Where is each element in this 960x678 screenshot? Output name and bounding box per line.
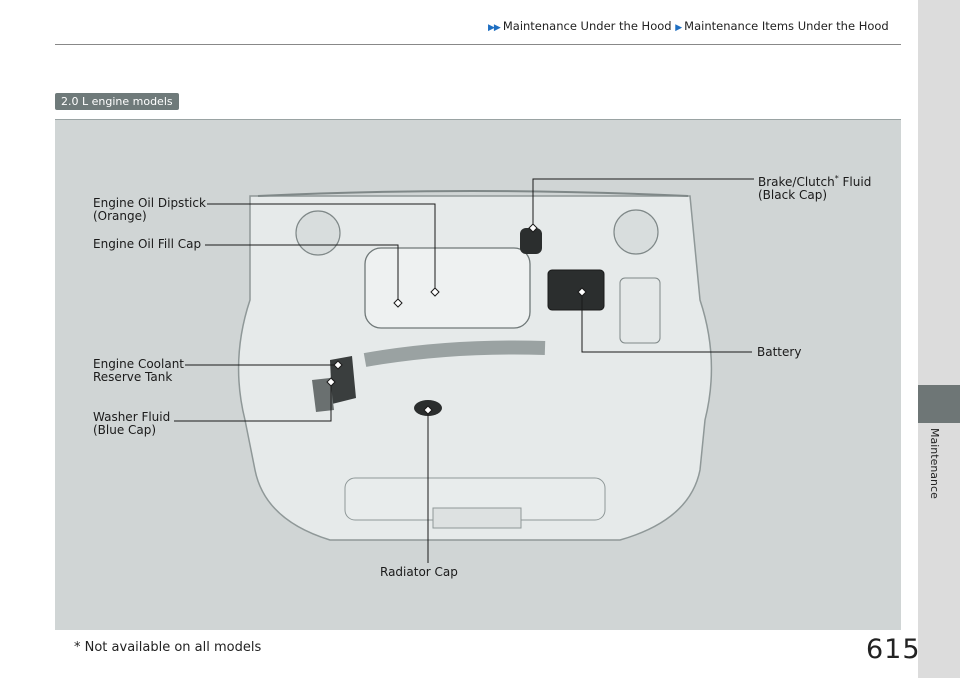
label-brake-line2: (Black Cap) xyxy=(758,188,827,202)
coolant-tank xyxy=(330,356,356,404)
marker-washer xyxy=(326,377,336,387)
breadcrumb-part-1: Maintenance Under the Hood xyxy=(502,19,672,33)
footnote-text: Not available on all models xyxy=(80,640,262,655)
engine-cover xyxy=(364,247,531,329)
leader-dipstick xyxy=(207,203,436,292)
washer-tank xyxy=(312,378,334,412)
label-brake-asterisk: * xyxy=(834,174,839,183)
engine-model-badge: 2.0 L engine models xyxy=(55,93,179,110)
intake-tube xyxy=(363,340,546,367)
label-coolant-line2: Reserve Tank xyxy=(93,370,173,384)
double-arrow-icon: ▶▶ xyxy=(488,23,501,33)
marker-fillcap xyxy=(393,298,403,308)
label-oil-dipstick: Engine Oil Dipstick (Orange) xyxy=(93,197,206,223)
label-oil-dipstick-line2: (Orange) xyxy=(93,209,147,223)
license-plate xyxy=(432,507,522,529)
label-oil-fill-cap: Engine Oil Fill Cap xyxy=(93,237,202,251)
label-washer-fluid: Washer Fluid (Blue Cap) xyxy=(93,411,170,437)
marker-radiator xyxy=(423,405,433,415)
battery-body xyxy=(547,269,605,311)
breadcrumb: ▶▶Maintenance Under the Hood ▶Maintenanc… xyxy=(488,19,889,33)
label-brake-fluid: Brake/Clutch* Fluid (Black Cap) xyxy=(758,172,871,202)
side-tab-label: Maintenance xyxy=(928,428,941,499)
page-number: 615 xyxy=(866,634,921,665)
label-radiator-cap: Radiator Cap xyxy=(380,565,458,579)
footnote-asterisk: * xyxy=(74,640,81,655)
marker-dipstick xyxy=(430,287,440,297)
marker-coolant xyxy=(333,360,343,370)
label-washer-line1: Washer Fluid xyxy=(93,410,171,424)
right-strut-tower xyxy=(613,209,659,255)
footnote: * Not available on all models xyxy=(74,640,261,655)
label-brake-line1a: Brake/Clutch xyxy=(758,175,835,189)
side-tab-marker xyxy=(918,385,960,423)
label-coolant-tank: Engine Coolant Reserve Tank xyxy=(93,358,184,384)
leader-battery xyxy=(581,292,752,353)
leader-brake xyxy=(532,178,754,228)
left-strut-tower xyxy=(295,210,341,256)
fuse-box xyxy=(619,277,661,344)
label-washer-line2: (Blue Cap) xyxy=(93,423,157,437)
label-battery: Battery xyxy=(757,345,802,359)
label-brake-line1b: Fluid xyxy=(838,175,872,189)
brake-reservoir xyxy=(520,228,542,254)
hood-edge xyxy=(257,190,689,197)
marker-brake xyxy=(528,223,538,233)
label-coolant-line1: Engine Coolant xyxy=(93,357,185,371)
leader-washer xyxy=(174,382,332,422)
header-rule xyxy=(55,44,901,45)
side-tab xyxy=(918,0,960,678)
arrow-icon: ▶ xyxy=(675,23,682,33)
breadcrumb-part-2: Maintenance Items Under the Hood xyxy=(684,19,889,33)
leader-fillcap xyxy=(205,244,399,303)
label-oil-dipstick-line1: Engine Oil Dipstick xyxy=(93,196,206,210)
marker-battery xyxy=(577,287,587,297)
